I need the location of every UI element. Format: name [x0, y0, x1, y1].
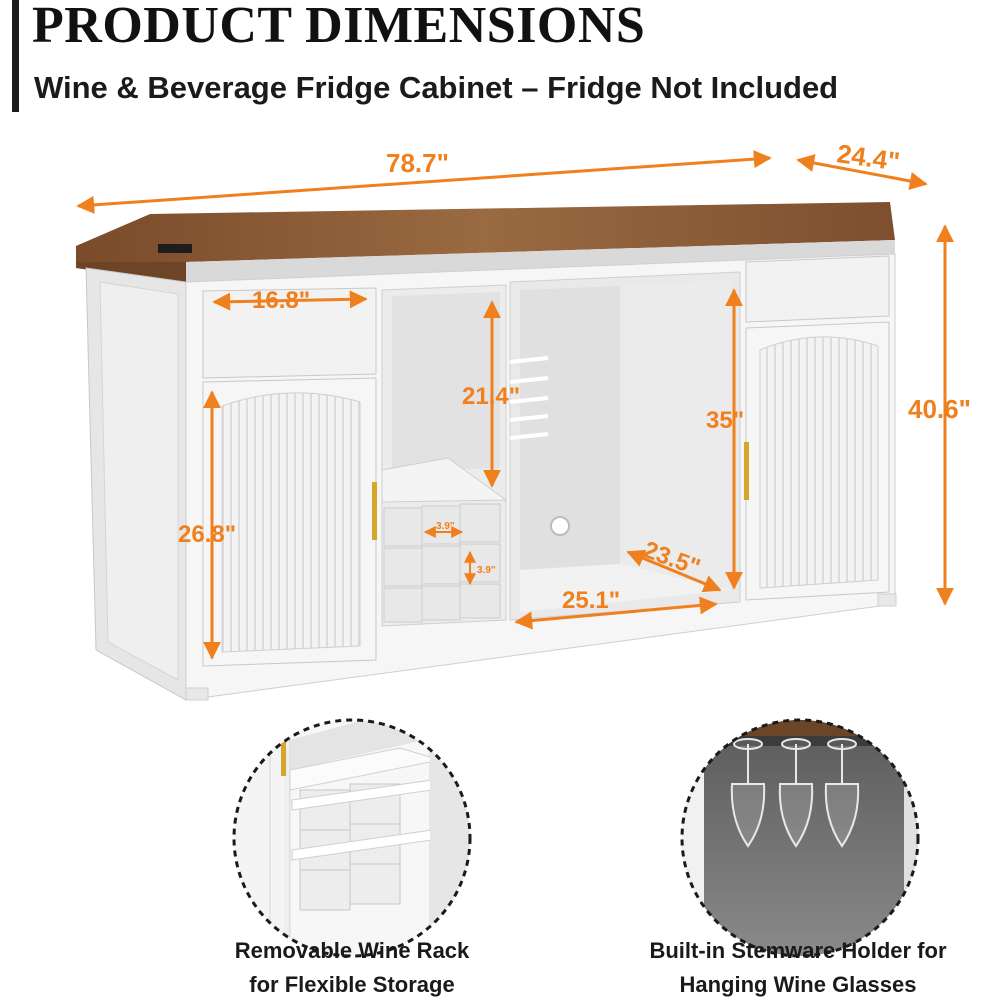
wine-rack-caption-line1: Removable Wine Rack — [234, 938, 470, 963]
header-accent-bar — [12, 0, 19, 112]
door-height-label: 26.8" — [178, 521, 236, 548]
stemware-caption-line1: Built-in Stemware Holder for — [649, 938, 947, 963]
cube-width-label: 3.9" — [436, 521, 455, 532]
fridge-width-label: 25.1" — [562, 587, 620, 614]
page-subtitle: Wine & Beverage Fridge Cabinet – Fridge … — [34, 70, 839, 105]
fridge-height-label: 35" — [706, 407, 744, 434]
wine-rack-caption: Removable Wine Rack for Flexible Storage — [182, 934, 522, 1002]
fridge-depth-arrow — [626, 549, 722, 593]
cabinet — [76, 202, 897, 701]
dimension-lines — [76, 150, 954, 660]
wine-rack-caption-line2: for Flexible Storage — [249, 972, 455, 997]
power-outlet — [158, 244, 192, 253]
wine-cube-grid — [383, 503, 501, 623]
width-arrow — [76, 150, 772, 214]
left-door-handle — [372, 482, 377, 540]
stemware-caption: Built-in Stemware Holder for Hanging Win… — [628, 934, 968, 1002]
page-title: PRODUCT DIMENSIONS — [32, 0, 646, 54]
right-drawer — [745, 255, 890, 323]
wine-rack-shelf — [381, 457, 508, 503]
width-label: 78.7" — [386, 148, 449, 178]
wine-glass-icons — [730, 738, 860, 848]
depth-label: 24.4" — [835, 138, 902, 176]
depth-arrow — [796, 154, 928, 190]
right-door-handle — [744, 442, 749, 500]
stemware-detail — [680, 718, 920, 958]
wine-shelf-height-label: 21.4" — [462, 383, 520, 410]
cable-hole — [550, 516, 570, 536]
height-label: 40.6" — [908, 394, 971, 424]
stemware-caption-line2: Hanging Wine Glasses — [679, 972, 917, 997]
stemware-rails — [509, 356, 549, 440]
drawer-width-arrow — [212, 290, 368, 311]
wine-rack-detail — [232, 718, 472, 958]
drawer-width-label: 16.8" — [252, 287, 310, 314]
fridge-width-arrow — [514, 596, 718, 630]
cube-height-label: 3.9" — [477, 565, 496, 576]
cabinet-top — [76, 202, 895, 262]
